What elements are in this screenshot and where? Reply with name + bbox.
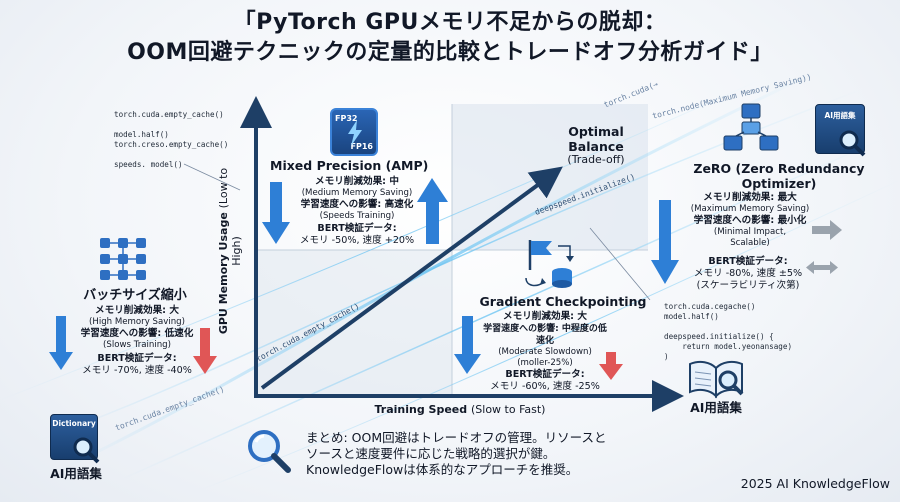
magnifier-icon: [73, 437, 100, 464]
summary-line-1: まとめ: OOM回避はトレードオフの管理。リソースと: [306, 430, 607, 445]
dictionary-book-label: Dictionary: [52, 419, 96, 428]
gc-speed-sub: (Moderate Slowdown): [498, 347, 592, 357]
code-snippet-right: torch.cuda.cegache() model.half() deepsp…: [664, 302, 793, 361]
y-axis-label: GPU Memory Usage (Low to High): [217, 161, 243, 341]
code-snippet-top-left: torch.cuda.empty_cache() model.half() to…: [114, 110, 229, 169]
batch-speed-sub: (Slows Training): [103, 340, 171, 350]
gc-speed-down-arrow: [599, 352, 623, 380]
zero-speed-sub-2: Scalable): [730, 238, 770, 248]
flow-streak: [59, 68, 821, 472]
gc-bert-value: メモリ -60%, 速度 -25%: [490, 381, 600, 392]
title-line-1: 「PyTorch GPUメモリ不足からの脱却：: [233, 10, 667, 35]
dictionary-book-icon: Dictionary: [50, 414, 100, 464]
batch-bert-value: メモリ -70%, 速度 -40%: [82, 365, 192, 376]
zero-memory-down-arrow: [651, 200, 679, 284]
zero-bert-value: メモリ -80%, 速度 ±5%: [693, 268, 803, 279]
amp-memory-down-arrow: [262, 182, 290, 244]
zero-speed-sub-1: (Minimal Impact,: [713, 227, 787, 237]
optimal-sub: (Trade-off): [567, 153, 625, 166]
zero-speed-label: 学習速度への影響: 最小化: [693, 215, 807, 226]
batch-bert-label: BERT検証データ:: [97, 353, 177, 364]
tradeoff-diagonal-arrow: [260, 166, 563, 390]
batch-mem-label: メモリ削減効果: 大: [95, 305, 179, 316]
zero-bert-double-arrow: [806, 261, 838, 274]
chip-fp32-label: FP32: [335, 114, 358, 123]
summary-block: まとめ: OOM回避はトレードオフの管理。リソースと ソースと速度要件に応じた戦…: [306, 430, 656, 478]
x-axis-label: Training Speed (Slow to Fast): [330, 403, 590, 416]
amp-bert-value: メモリ -50%, 速度 +20%: [299, 235, 415, 246]
zero-bert-label: BERT検証データ:: [708, 256, 788, 267]
zero-mem-label: メモリ削減効果: 最大: [703, 192, 797, 203]
gpu-cluster-icon: [723, 103, 779, 151]
gc-section: Gradient Checkpointing: [478, 294, 648, 309]
title-line-2: OOM回避テクニックの定量的比較とトレードオフ分析ガイド」: [127, 40, 773, 65]
batch-memory-down-arrow: [49, 316, 73, 370]
batch-title: バッチサイズ縮小: [83, 288, 187, 303]
zero-mem-sub: (Maximum Memory Saving): [690, 204, 810, 214]
chip-fp16-label: FP16: [350, 142, 373, 151]
amp-details: メモリ削減効果: 中 (Medium Memory Saving) 学習速度への…: [292, 176, 422, 247]
magnifier-icon: [839, 130, 866, 157]
batch-details: メモリ削減効果: 大 (High Memory Saving) 学習速度への影響…: [72, 305, 202, 377]
gc-memory-down-arrow: [454, 316, 481, 374]
x-axis-range: (Slow to Fast): [470, 403, 546, 416]
amp-speed-sub: (Speeds Training): [319, 211, 395, 221]
glossary-left-label: AI用語集: [50, 466, 102, 481]
optimal-title: Optimal Balance: [568, 124, 624, 154]
zero-speed-right-arrow: [812, 220, 842, 240]
zero-bert-sub: (スケーラビリティ次第): [696, 280, 800, 291]
amp-bert-label: BERT検証データ:: [317, 223, 397, 234]
gc-speed-label: 学習速度への影響: 中程度の低速化: [483, 324, 607, 346]
gc-mem-label: メモリ削減効果: 大: [503, 311, 587, 322]
checkpoint-flag-icon: [525, 240, 574, 288]
gc-extra: (moller-25%): [517, 358, 573, 368]
batch-section: バッチサイズ縮小: [60, 288, 210, 303]
optimal-balance-label: Optimal Balance (Trade-off): [548, 124, 644, 166]
open-book-icon: [689, 360, 744, 399]
zero-details: メモリ削減効果: 最大 (Maximum Memory Saving) 学習速度…: [680, 192, 820, 249]
amp-section: Mixed Precision (AMP): [270, 158, 440, 173]
footer-credit: 2025 AI KnowledgeFlow: [740, 476, 890, 491]
amp-mem-sub: (Medium Memory Saving): [301, 188, 413, 198]
chip-icon: FP32 FP16: [330, 108, 378, 156]
amp-mem-label: メモリ削減効果: 中: [315, 176, 399, 187]
batch-speed-label: 学習速度への影響: 低速化: [80, 328, 194, 339]
summary-line-3: KnowledgeFlowは体系的なアプローチを推奨。: [306, 462, 579, 477]
y-axis-title: GPU Memory Usage: [217, 212, 230, 335]
zero-bert: BERT検証データ: メモリ -80%, 速度 ±5% (スケーラビリティ次第): [688, 256, 808, 292]
glossary-right-label: AI用語集: [690, 400, 742, 415]
gc-title: Gradient Checkpointing: [479, 294, 647, 309]
glossary-book-top-label: AI用語集: [824, 111, 856, 120]
zero-title-line-1: ZeRO (Zero Redundancy: [693, 161, 865, 176]
page-title: 「PyTorch GPUメモリ不足からの脱却： OOM回避テクニックの定量的比較…: [0, 8, 900, 68]
zero-section: ZeRO (Zero Redundancy Optimizer): [684, 161, 874, 191]
flow-streak: [0, 79, 761, 401]
glossary-book-top: AI用語集: [815, 104, 866, 157]
batch-speed-down-arrow: [193, 328, 217, 374]
flow-streak: [119, 139, 881, 481]
flow-streak: [39, 89, 861, 441]
batch-mem-sub: (High Memory Saving): [89, 317, 185, 327]
gc-bert-label: BERT検証データ:: [505, 369, 585, 380]
gc-details: メモリ削減効果: 大 学習速度への影響: 中程度の低速化 (Moderate S…: [480, 311, 610, 393]
summary-line-2: ソースと速度要件に応じた戦略的選択が鍵。: [306, 446, 556, 461]
network-icon: [100, 238, 146, 280]
zero-title-line-2: Optimizer): [741, 176, 817, 191]
amp-title: Mixed Precision (AMP): [270, 158, 429, 173]
amp-speed-up-arrow: [417, 178, 448, 244]
search-magnifier-icon: [248, 430, 291, 473]
x-axis-title: Training Speed: [374, 403, 468, 416]
amp-speed-label: 学習速度への影響: 高速化: [300, 199, 414, 210]
